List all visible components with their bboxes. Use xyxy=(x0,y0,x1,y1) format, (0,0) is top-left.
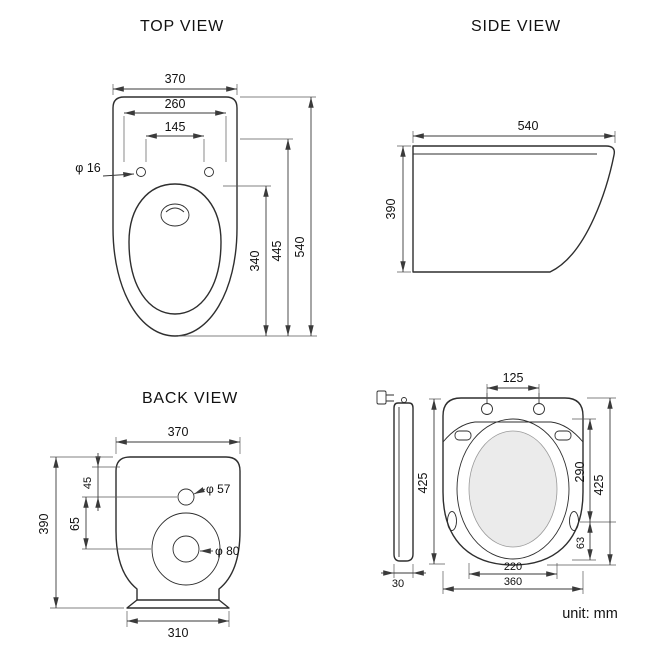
dim-value: φ 57 xyxy=(206,482,231,496)
side-view: SIDE VIEW 540 390 xyxy=(384,18,616,273)
extension-lines xyxy=(412,131,616,143)
dim-value: 220 xyxy=(504,561,522,573)
dim-seat-hinge-to-edge: 63 xyxy=(572,522,596,561)
toilet-back-outline xyxy=(115,456,241,601)
dim-value: 125 xyxy=(503,371,524,385)
dim-value: φ 80 xyxy=(215,544,240,558)
top-view: TOP VIEW 370 260 145 φ 16 xyxy=(75,18,317,337)
seat-opening-inner xyxy=(468,430,558,548)
seat-pad-top-right xyxy=(554,430,572,441)
hinge-hole-right xyxy=(533,403,545,415)
back-view-title: BACK VIEW xyxy=(142,390,238,407)
toilet-top-outline xyxy=(112,96,238,337)
leader-line xyxy=(102,172,135,178)
flush-valve xyxy=(160,203,190,227)
dim-seat-opening-length: 290 xyxy=(572,418,616,523)
back-view: BACK VIEW φ 57 φ 80 370 45 xyxy=(37,390,241,640)
dim-top-bolt-spread-outer: 260 xyxy=(123,97,227,162)
seat-hinge-bracket xyxy=(376,390,387,405)
extension-lines xyxy=(82,466,177,498)
seat-back-edge xyxy=(442,421,584,443)
dim-value: 310 xyxy=(168,626,189,640)
dim-side-overall-depth: 540 xyxy=(412,119,616,143)
toilet-side-outline xyxy=(412,145,616,273)
dim-seat-opening-width: 220 xyxy=(468,561,558,579)
dim-value: 45 xyxy=(82,477,94,489)
seat-plan-view: 30 425 125 290 63 xyxy=(376,371,616,594)
dim-back-outlet-offset: 65 xyxy=(68,497,151,550)
label-inlet-diameter: φ 57 xyxy=(193,482,231,496)
dim-value: 340 xyxy=(248,251,262,272)
seat-profile-outline xyxy=(393,402,414,562)
dim-back-base-width: 310 xyxy=(126,611,230,640)
extension-lines xyxy=(115,437,241,454)
extension-lines xyxy=(126,611,230,627)
dim-seat-hinge-spacing: 125 xyxy=(486,371,540,402)
fixing-hole-right xyxy=(204,167,214,177)
extension-lines xyxy=(397,145,411,273)
hinge-hole-left xyxy=(481,403,493,415)
seat-opening-outer xyxy=(456,418,570,560)
toilet-base-outline xyxy=(126,599,230,609)
seat-bumper-left xyxy=(447,511,457,531)
inlet-hole xyxy=(177,488,195,506)
dim-seat-length-left: 425 xyxy=(416,398,445,565)
dim-back-overall-width: 370 xyxy=(115,425,241,454)
dim-back-inlet-offset: 45 xyxy=(82,453,177,511)
top-view-title: TOP VIEW xyxy=(140,18,224,35)
leader-line xyxy=(193,487,206,495)
dim-side-overall-height: 390 xyxy=(384,145,411,273)
dim-top-depth-inner: 340 xyxy=(178,185,317,337)
label-outlet-diameter: φ 80 xyxy=(200,544,240,558)
seat-bumper-right xyxy=(569,511,579,531)
fixing-hole-left xyxy=(136,167,146,177)
dim-value: 65 xyxy=(68,517,82,531)
unit-label: unit: mm xyxy=(562,606,618,622)
dim-top-overall-depth: 540 xyxy=(240,96,316,336)
extension-lines xyxy=(145,139,205,162)
extension-lines xyxy=(393,564,414,578)
extension-lines xyxy=(50,456,124,609)
dim-value: 360 xyxy=(504,576,522,588)
dim-value: 30 xyxy=(392,578,404,590)
dim-value: 540 xyxy=(518,119,539,133)
outlet-hole xyxy=(172,535,200,563)
dim-value: 390 xyxy=(384,199,398,220)
dim-value: 260 xyxy=(165,97,186,111)
dim-value: 425 xyxy=(592,475,606,496)
extension-lines xyxy=(123,116,227,162)
dim-value: 540 xyxy=(293,237,307,258)
seat-hinge-pin xyxy=(401,397,407,403)
extension-lines xyxy=(178,185,317,337)
dim-value: 390 xyxy=(37,514,51,535)
dim-seat-width: 360 xyxy=(442,571,584,594)
dim-value: 370 xyxy=(168,425,189,439)
toilet-bowl-outline xyxy=(128,183,222,315)
dim-top-overall-width: 370 xyxy=(112,72,238,95)
dim-top-depth-mid: 445 xyxy=(240,138,293,336)
seat-outline xyxy=(442,397,584,566)
dim-seat-profile-thickness: 30 xyxy=(381,564,426,590)
dim-value: 290 xyxy=(573,462,587,483)
dim-value: 445 xyxy=(270,241,284,262)
side-view-title: SIDE VIEW xyxy=(471,18,561,35)
dim-value: φ 16 xyxy=(75,161,101,175)
label-bolt-hole-diameter: φ 16 xyxy=(75,161,135,178)
dim-back-overall-height: 390 xyxy=(37,456,124,609)
extension-lines xyxy=(486,384,540,402)
seat-pad-top-left xyxy=(454,430,472,441)
dim-value: 63 xyxy=(575,537,587,549)
dim-value: 370 xyxy=(165,72,186,86)
flush-valve-detail xyxy=(165,207,185,213)
dim-seat-length-right: 425 xyxy=(547,397,616,566)
seat-hinge-bracket-lines xyxy=(386,394,394,402)
dim-top-bolt-spread-inner: 145 xyxy=(145,120,205,162)
dim-value: 145 xyxy=(165,120,186,134)
outlet-boss xyxy=(151,512,221,586)
dim-value: 425 xyxy=(416,473,430,494)
